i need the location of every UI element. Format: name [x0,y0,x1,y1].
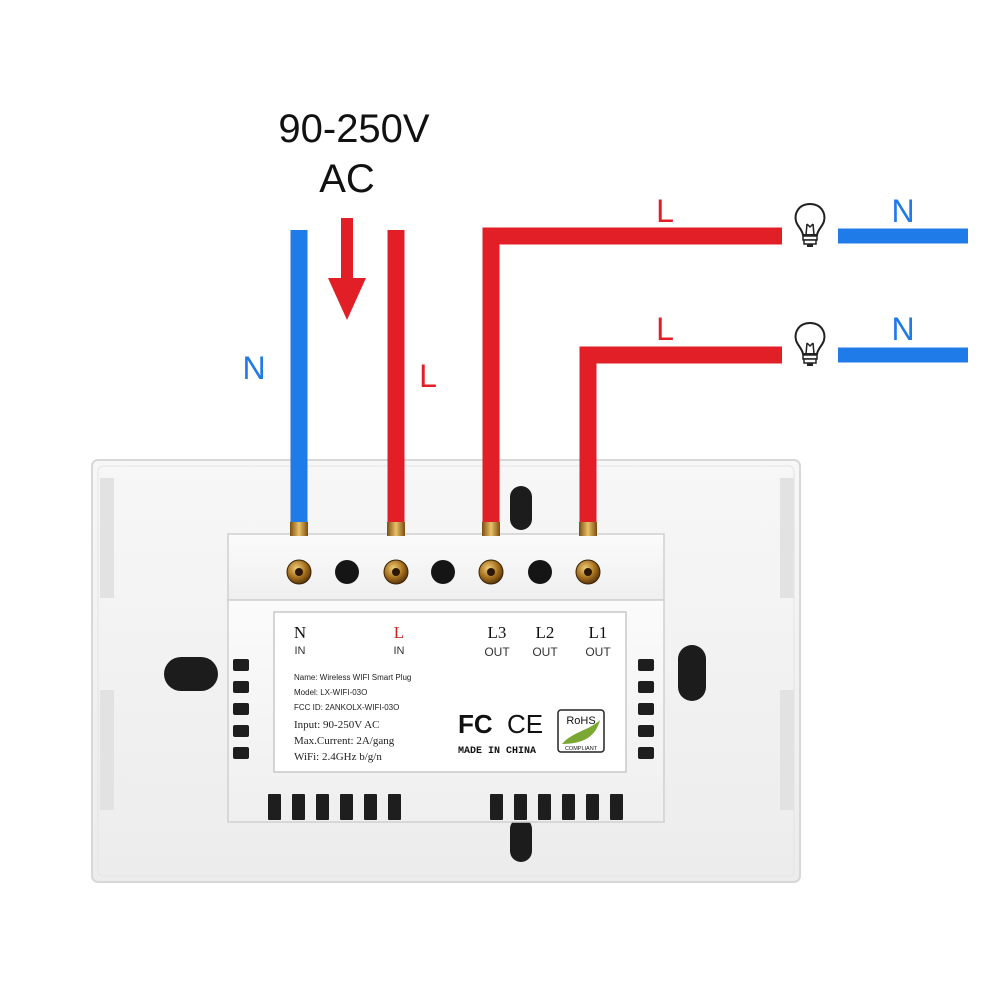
vent-slot-bottom [364,794,377,820]
vent-slot-bottom [514,794,527,820]
terminal-screw-center [487,568,495,576]
light-bulb-icon [794,321,826,366]
terminal-l-name: L [394,623,404,642]
terminal-l3-dir: OUT [484,645,510,659]
lug-l3 [482,522,500,536]
wires [290,227,968,536]
rohs-text: RoHS [566,715,595,727]
terminal-hole [431,560,455,584]
vent-slot-left [233,681,249,693]
vent-slot-bottom [490,794,503,820]
vent-slot-right [638,703,654,715]
rohs-compliant-text: COMPLIANT [565,746,598,752]
vent-slot-right [638,659,654,671]
terminal-screw-center [392,568,400,576]
live-out-1-label: L [656,193,674,229]
spec-fcc-id: FCC ID: 2ANKOLX-WIFI-03O [294,703,399,712]
terminal-screw-center [295,568,303,576]
vent-slot-bottom [292,794,305,820]
rohs-badge: RoHS COMPLIANT [557,709,605,753]
vent-slot-left [233,703,249,715]
vent-slot-left [233,659,249,671]
light-bulb-icon [794,202,826,247]
terminal-hole [528,560,552,584]
vent-slot-bottom [340,794,353,820]
vent-slot-bottom [538,794,551,820]
vent-slot-bottom [610,794,623,820]
neutral-load-1-label: N [891,193,914,229]
made-in-label: MADE IN CHINA [458,746,536,757]
live-out-l3-wire [482,227,782,530]
vent-slot-bottom [562,794,575,820]
terminal-screw-center [584,568,592,576]
spec-name: Name: Wireless WIFI Smart Plug [294,673,411,682]
terminal-l-dir: IN [394,645,405,657]
terminal-hole [335,560,359,584]
supply-voltage: 90-250V [278,107,430,151]
terminal-n-name: N [294,623,306,642]
neutral-in-label: N [242,350,265,386]
vent-slot-bottom [316,794,329,820]
vent-slot-bottom [268,794,281,820]
mounting-slots [164,486,706,862]
live-in-label: L [419,358,437,394]
vent-slot-right [638,681,654,693]
supply-type: AC [319,157,375,201]
terminal-n-dir: IN [295,645,306,657]
side-vents [233,659,654,820]
neutral-load-2-label: N [891,311,914,347]
live-out-2-label: L [656,311,674,347]
live-out-l1-wire [579,346,782,530]
terminal-l2-dir: OUT [532,645,558,659]
terminal-l1-dir: OUT [585,645,611,659]
ce-mark: CE [507,709,543,739]
terminal-block [286,559,601,585]
vent-slot-bottom [586,794,599,820]
lug-l1 [579,522,597,536]
vent-slot-left [233,747,249,759]
terminal-l2-name: L2 [536,623,555,642]
fcc-mark: FC [458,709,493,739]
spec-wifi: WiFi: 2.4GHz b/g/n [294,751,382,763]
lug-l [387,522,405,536]
spec-input: Input: 90-250V AC [294,719,379,731]
spec-sticker: N IN L IN L3 OUT L2 OUT L1 OUT Name: Wir… [273,611,627,773]
current-direction-arrow [328,218,366,320]
terminal-l3-name: L3 [488,623,507,642]
vent-slot-left [233,725,249,737]
spec-max-current: Max.Current: 2A/gang [294,735,395,747]
vent-slot-right [638,747,654,759]
lug-n [290,522,308,536]
vent-slot-bottom [388,794,401,820]
vent-slot-right [638,725,654,737]
terminal-l1-name: L1 [589,623,608,642]
spec-model: Model: LX-WIFI-03O [294,688,367,697]
